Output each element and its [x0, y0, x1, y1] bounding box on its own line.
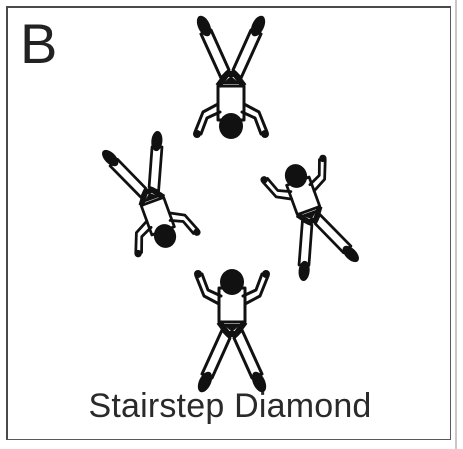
right-jumper	[259, 153, 364, 285]
top-jumper	[193, 13, 269, 139]
formation-caption: Stairstep Diamond	[88, 387, 372, 425]
panel-letter: B	[20, 12, 58, 75]
adjacent-panel-edge	[455, 0, 457, 449]
left-jumper	[97, 127, 202, 259]
bottom-jumper	[194, 269, 270, 395]
